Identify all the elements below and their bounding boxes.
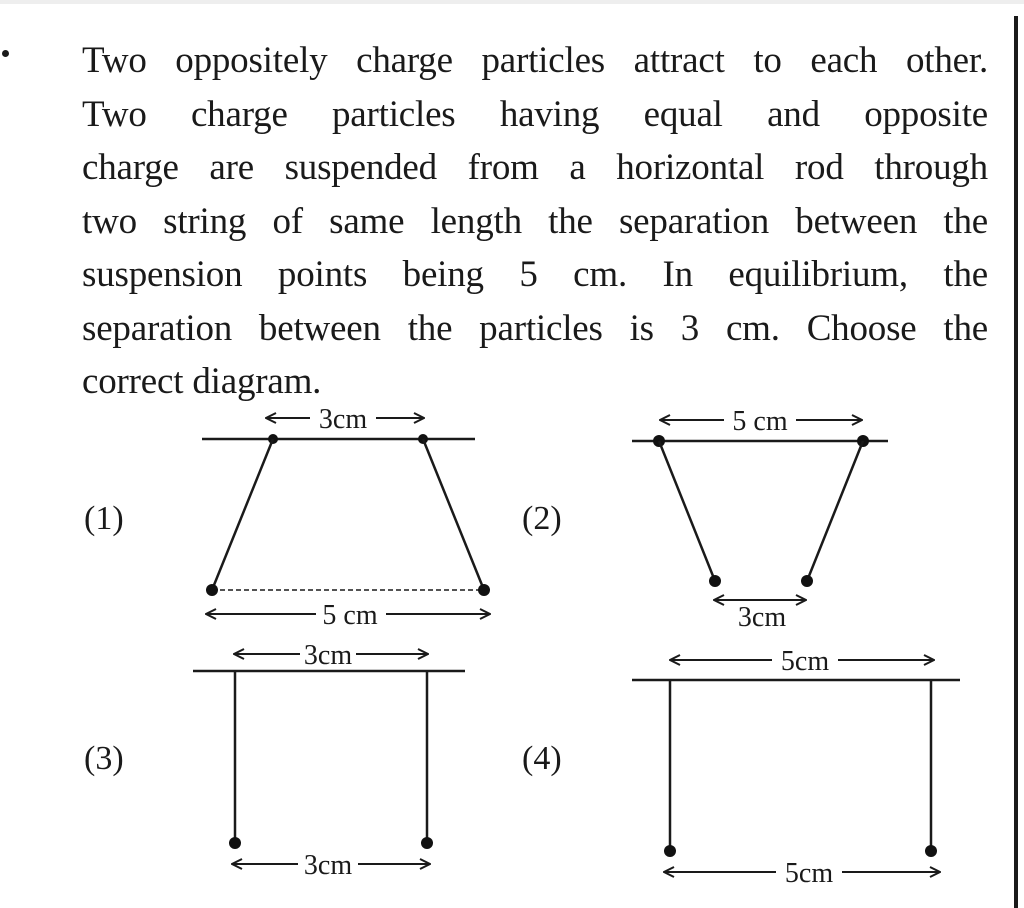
column-divider [1014,16,1018,908]
dimension-label: 5 cm [732,406,787,437]
question-line: two string of same length the separation… [82,200,988,242]
dimension-label: 3cm [304,640,352,671]
dimension-bottom: 5cm [664,858,940,889]
question-line: correct diagram. [82,361,322,402]
page-top-edge [0,0,1024,4]
question-number-marker [2,50,9,57]
option-1-label[interactable]: (1) [84,500,124,537]
dimension-top: 5 cm [660,406,862,437]
dimension-bottom: 3cm [232,850,430,881]
string [210,438,275,591]
dimension-label: 3cm [319,404,367,435]
charged-particle [709,575,721,587]
question-text: Two oppositely charge particles attract … [82,34,988,409]
dimension-label: 5cm [785,858,833,889]
charged-particle [421,837,433,849]
option-2-label[interactable]: (2) [522,500,562,537]
question-line: suspension points being 5 cm. In equilib… [82,254,988,295]
dimension-label: 3cm [738,602,786,633]
dimension-bottom: 5 cm [206,600,490,631]
dimension-bottom: 3cm [714,600,806,633]
dimension-top: 5cm [670,646,934,677]
dimension-top: 3cm [266,404,424,435]
charged-particle [229,837,241,849]
dimension-label: 5cm [781,646,829,677]
dimension-label: 3cm [304,850,352,881]
charged-particle [206,584,218,596]
question-line: charge are suspended from a horizontal r… [82,147,988,188]
question-line: Two charge particles having equal and op… [82,93,988,135]
charged-particle [925,845,937,857]
option-3-label[interactable]: (3) [84,740,124,777]
dimension-top: 3cm [234,640,428,671]
option-4-label[interactable]: (4) [522,740,562,777]
question-line: Two oppositely charge particles attract … [82,40,988,81]
string [421,438,486,591]
charged-particle [478,584,490,596]
dimension-label: 5 cm [322,600,377,631]
charged-particle [664,845,676,857]
string [657,440,717,582]
charged-particle [801,575,813,587]
string [805,440,865,582]
question-line: separation between the particles is 3 cm… [82,307,988,349]
